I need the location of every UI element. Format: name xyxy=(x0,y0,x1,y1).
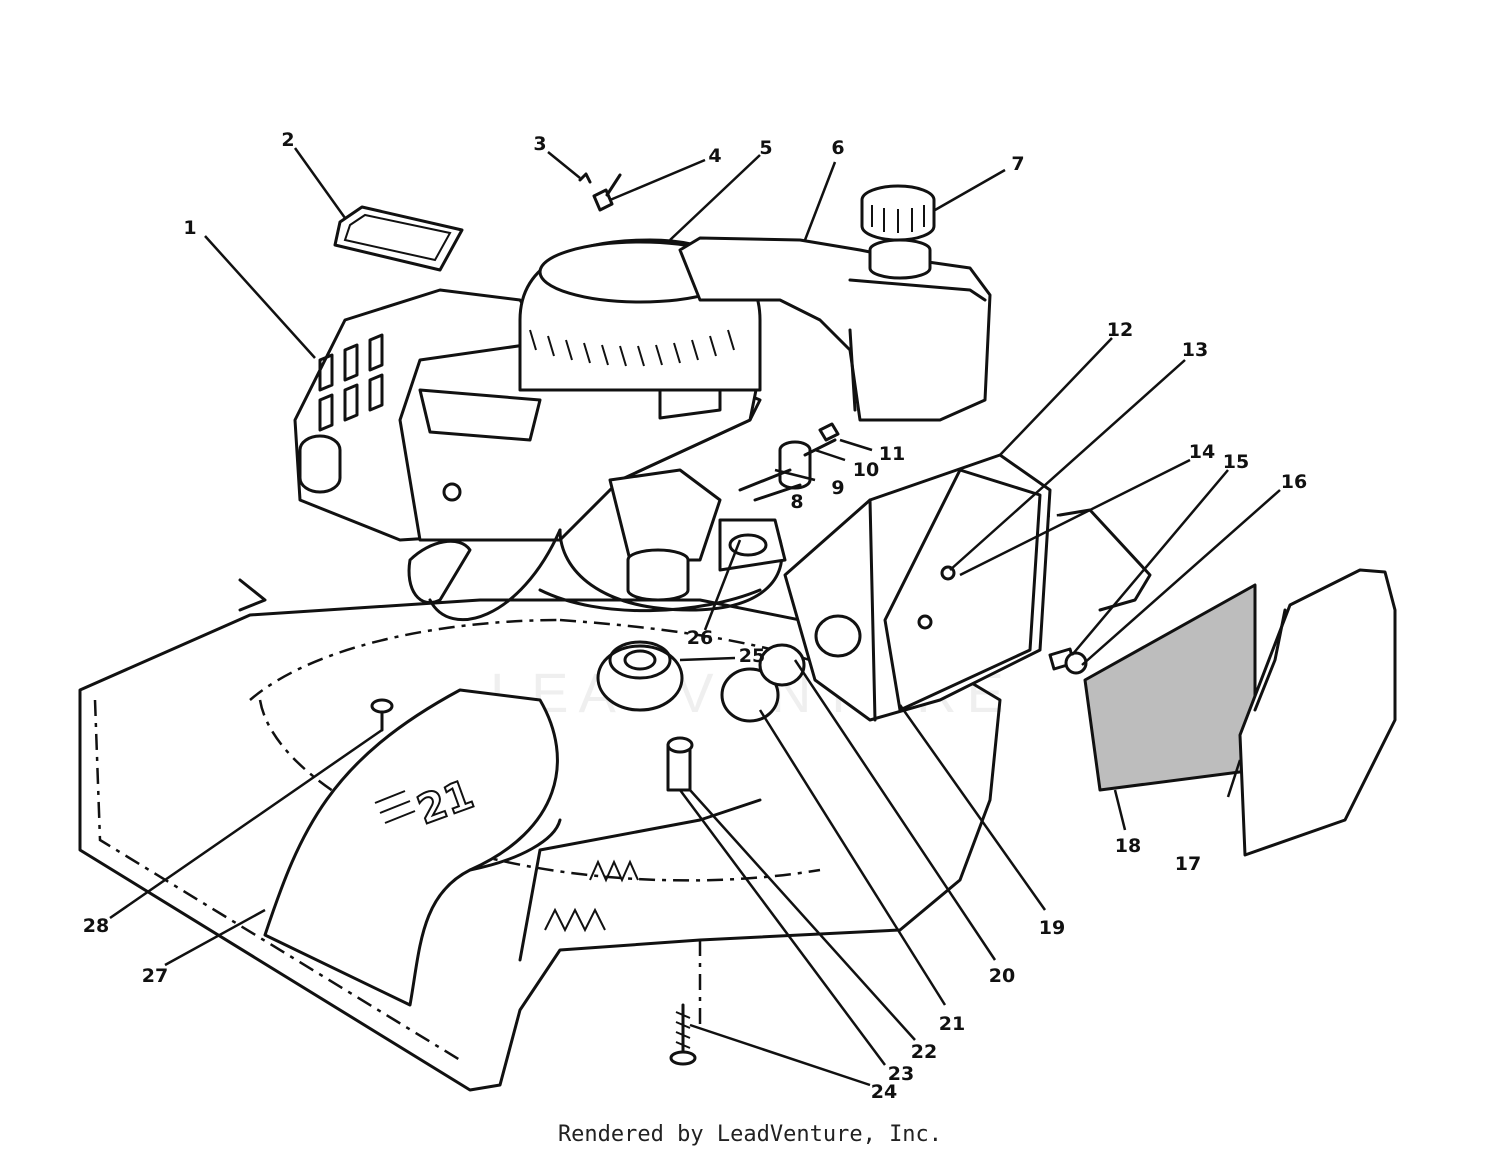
credit-text: Rendered by LeadVenture, Inc. xyxy=(557,1122,943,1147)
callout-11: 11 xyxy=(879,443,905,465)
bearing-seal xyxy=(596,640,684,712)
callout-2: 2 xyxy=(281,129,294,151)
callout-8: 8 xyxy=(790,491,803,513)
callout-13: 13 xyxy=(1182,339,1208,361)
cable-ferrule xyxy=(592,188,614,212)
callout-21: 21 xyxy=(939,1013,965,1035)
callout-6: 6 xyxy=(831,137,844,159)
callout-18: 18 xyxy=(1115,835,1141,857)
callout-15: 15 xyxy=(1223,451,1249,473)
callout-4: 4 xyxy=(708,145,721,167)
callout-10: 10 xyxy=(853,459,879,481)
callout-1: 1 xyxy=(183,217,196,239)
dust-cover xyxy=(333,205,464,272)
callout-28: 28 xyxy=(83,915,109,937)
stud-nut xyxy=(818,422,840,442)
callout-27: 27 xyxy=(142,965,168,987)
deck-screw xyxy=(669,1003,697,1066)
callout-12: 12 xyxy=(1107,319,1133,341)
foam-filter xyxy=(1083,583,1257,792)
callout-numbers: 1 2 3 4 5 6 7 8 9 10 11 12 13 14 15 16 1… xyxy=(83,129,1307,1103)
air-cleaner-body xyxy=(783,453,1052,722)
callout-16: 16 xyxy=(1281,471,1307,493)
callout-26: 26 xyxy=(687,627,713,649)
bracket-screw xyxy=(666,736,694,754)
callout-22: 22 xyxy=(911,1041,937,1063)
discharge-chute: 21 xyxy=(263,688,562,1007)
cable-clip xyxy=(578,172,592,184)
callout-20: 20 xyxy=(989,965,1015,987)
callout-5: 5 xyxy=(759,137,772,159)
callout-23: 23 xyxy=(888,1063,914,1085)
primer-bulb xyxy=(720,643,806,723)
air-cleaner-studs xyxy=(738,438,837,502)
air-cleaner-cover xyxy=(1238,568,1397,857)
carburetor xyxy=(608,468,787,602)
callout-3: 3 xyxy=(533,133,546,155)
callout-9: 9 xyxy=(831,477,844,499)
callout-14: 14 xyxy=(1189,441,1215,463)
fuel-tank xyxy=(678,236,992,422)
callout-19: 19 xyxy=(1039,917,1065,939)
chute-screw xyxy=(370,698,394,732)
mower-deck xyxy=(78,508,1152,1092)
leader-lines xyxy=(109,147,1281,1087)
callout-7: 7 xyxy=(1011,153,1024,175)
callout-25: 25 xyxy=(739,645,765,667)
callout-17: 17 xyxy=(1175,853,1201,875)
spacer xyxy=(778,440,812,490)
callout-24: 24 xyxy=(871,1081,897,1103)
fuel-cap xyxy=(860,184,936,242)
